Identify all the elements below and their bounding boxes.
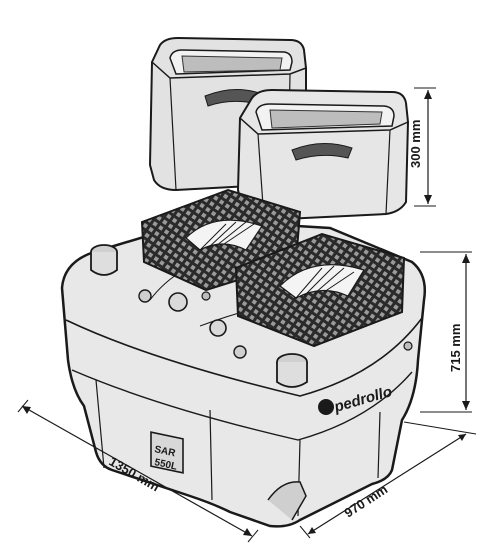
dimension-riser-height: 300 mm — [408, 87, 436, 207]
dimension-tank-height: 715 mm — [420, 251, 472, 413]
plate-line-2: 550L — [153, 457, 178, 472]
cover-grate-right — [234, 232, 406, 348]
plate-line-1: SAR — [153, 444, 177, 459]
pipe-fittings — [90, 244, 413, 388]
dimension-label-tank-height: 715 mm — [448, 324, 463, 372]
riser-extension-right — [236, 88, 410, 222]
dimension-label-riser-height: 300 mm — [408, 120, 423, 168]
model-plate: SAR 550L — [150, 431, 184, 474]
